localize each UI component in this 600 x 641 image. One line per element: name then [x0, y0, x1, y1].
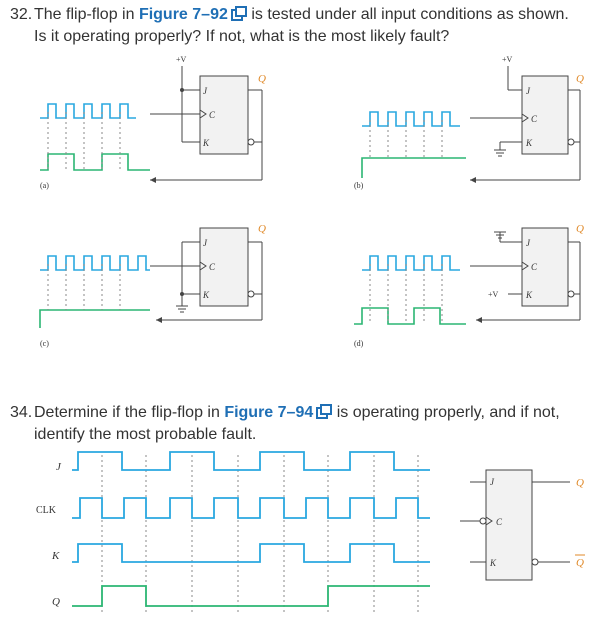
- panel-d: +V J C K Q (d): [354, 223, 584, 348]
- pin-k-label: K: [525, 138, 533, 148]
- pin-j-label: J: [526, 238, 531, 248]
- ground-icon: [176, 305, 188, 313]
- j-waveform: [72, 451, 430, 471]
- question-text: Determine if the flip-flop in: [34, 404, 225, 421]
- panel-a: +V J C K Q (a): [40, 55, 266, 190]
- pin-j-label: J: [526, 86, 531, 96]
- vcc-label: +V: [176, 55, 187, 64]
- question-number: 34.: [10, 404, 33, 421]
- pin-c-label: C: [496, 517, 503, 527]
- pin-k-label: K: [202, 138, 210, 148]
- pin-j-label: J: [203, 238, 208, 248]
- k-waveform: [72, 543, 430, 563]
- pin-c-label: C: [531, 114, 538, 124]
- clock-inversion-bubble: [479, 517, 487, 525]
- q-waveform: [72, 585, 430, 607]
- panel-c: J C K Q (c): [39, 223, 266, 348]
- figure-7-94: J CLK K Q J C K Q Q: [36, 451, 585, 612]
- flip-flop-box: [521, 227, 569, 307]
- timing-lines: [101, 455, 419, 612]
- vcc-label: +V: [502, 55, 513, 64]
- flip-flop-box: [199, 227, 249, 307]
- figure-link[interactable]: Figure 7–92: [138, 6, 228, 23]
- figure-7-92: +V J C K Q (a) +V J C K: [39, 55, 584, 348]
- panel-caption: (d): [354, 339, 364, 348]
- output-q-label: Q: [258, 223, 266, 235]
- figure-link[interactable]: Figure 7–94: [224, 404, 314, 421]
- panel-b: +V J C K Q (b): [354, 55, 584, 190]
- q-waveform: [39, 309, 150, 328]
- clock-waveform: [40, 255, 150, 271]
- question-text: The flip-flop in: [34, 6, 139, 23]
- clock-waveform: [362, 111, 460, 127]
- panel-caption: (c): [40, 339, 49, 348]
- clk-waveform: [72, 497, 430, 519]
- output-q-label: Q: [258, 73, 266, 85]
- signal-label-q: Q: [52, 596, 60, 608]
- output-q-label: Q: [576, 73, 584, 85]
- signal-label-j: J: [56, 461, 62, 473]
- pin-j-label: J: [490, 477, 495, 487]
- pin-j-label: J: [203, 86, 208, 96]
- external-link-icon[interactable]: [230, 6, 247, 21]
- q-waveform: [354, 307, 466, 325]
- question-32: 32.The flip-flop in Figure 7–92 is teste…: [10, 4, 569, 48]
- vcc-label: +V: [488, 290, 499, 299]
- signal-label-k: K: [51, 550, 60, 562]
- flip-flop-box: [521, 75, 569, 155]
- question-text-cont: is tested under all input conditions as …: [246, 6, 569, 23]
- pin-k-label: K: [489, 558, 497, 568]
- pin-c-label: C: [209, 262, 216, 272]
- pin-k-label: K: [202, 290, 210, 300]
- question-line2: Is it operating properly? If not, what i…: [34, 28, 450, 45]
- pin-c-label: C: [531, 262, 538, 272]
- panel-caption: (b): [354, 181, 364, 190]
- output-q-label: Q: [576, 477, 584, 489]
- pin-k-label: K: [525, 290, 533, 300]
- signal-label-clk: CLK: [36, 505, 57, 516]
- q-waveform: [40, 153, 150, 171]
- panel-caption: (a): [40, 181, 49, 190]
- question-number: 32.: [10, 6, 33, 23]
- question-text-cont: is operating properly, and if not,: [332, 404, 560, 421]
- pin-c-label: C: [209, 110, 216, 120]
- output-qbar-label: Q: [576, 557, 584, 569]
- clock-waveform: [40, 103, 136, 119]
- clock-waveform: [362, 255, 460, 271]
- question-34: 34.Determine if the flip-flop in Figure …: [10, 402, 560, 446]
- output-q-label: Q: [576, 223, 584, 235]
- question-line2: identify the most probable fault.: [34, 426, 257, 443]
- ground-icon: [494, 231, 506, 239]
- q-waveform: [361, 157, 466, 178]
- external-link-icon[interactable]: [316, 404, 333, 419]
- ground-icon: [494, 149, 506, 157]
- flip-flop-box: [199, 75, 249, 155]
